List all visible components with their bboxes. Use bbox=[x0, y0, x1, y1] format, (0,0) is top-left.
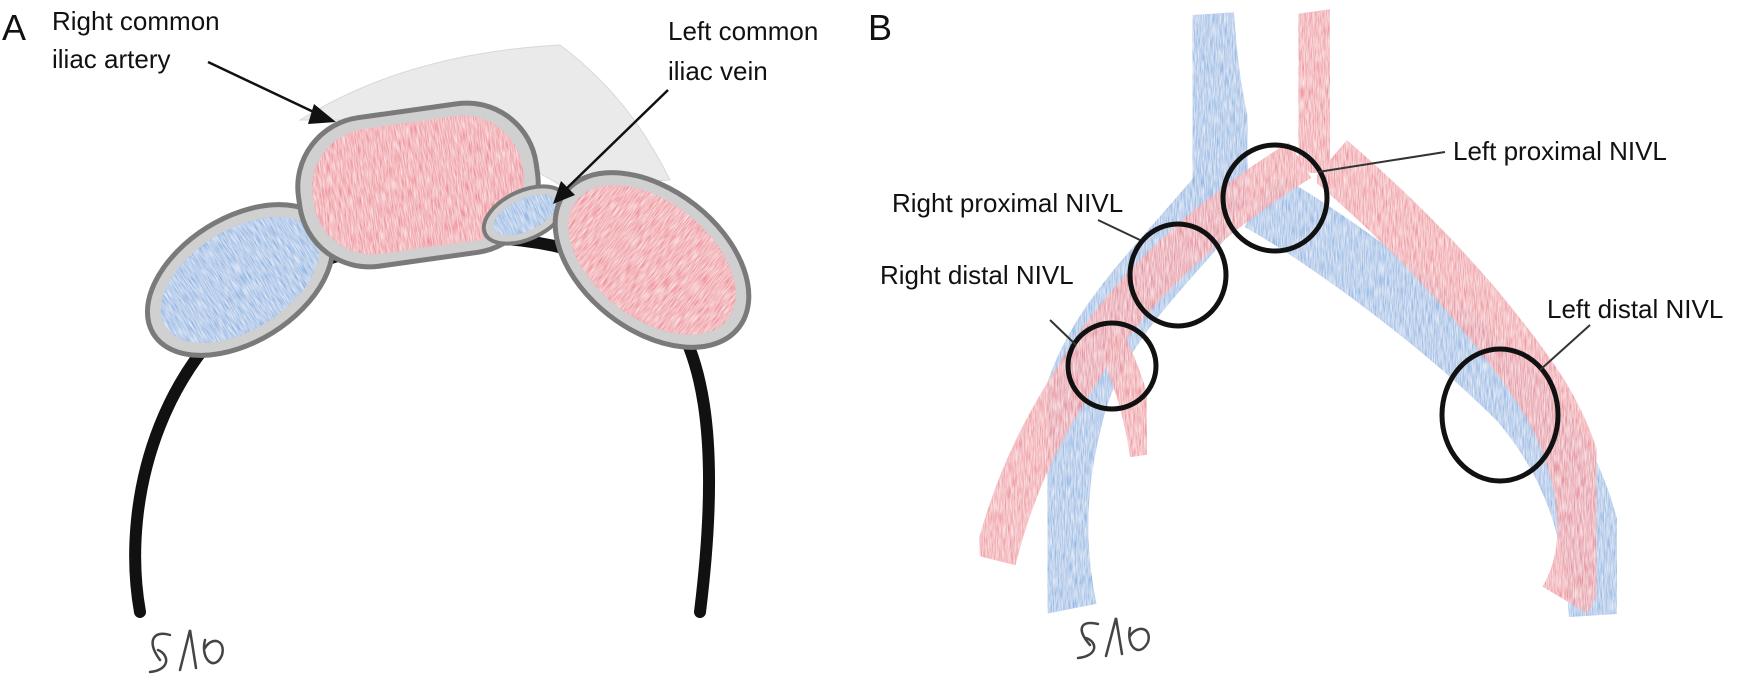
circle-left-distal-nivl bbox=[1439, 346, 1561, 484]
right-iliac-artery bbox=[974, 142, 1312, 566]
circle-right-proximal-nivl bbox=[1127, 221, 1229, 329]
leader-left-distal bbox=[1539, 324, 1591, 371]
aorta-trunk bbox=[1273, 5, 1362, 186]
artist-signature-a bbox=[148, 629, 224, 674]
label-left-common-iliac-vein-line1: Left common bbox=[668, 16, 818, 46]
panel-b: B Left proximal NIVL Right proximal NIVL… bbox=[868, 5, 1723, 660]
label-left-common-iliac-vein-line2: iliac vein bbox=[668, 56, 768, 86]
left-iliac-artery bbox=[1313, 140, 1610, 614]
label-right-common-iliac-artery-line1: Right common bbox=[52, 6, 220, 36]
right-iliac-artery-stub bbox=[1096, 333, 1160, 458]
label-right-distal-nivl: Right distal NIVL bbox=[880, 260, 1074, 290]
artist-signature-b bbox=[1076, 617, 1150, 660]
left-common-iliac-artery bbox=[552, 170, 752, 350]
leader-left-proximal bbox=[1317, 151, 1446, 173]
circle-left-proximal-nivl bbox=[1220, 142, 1330, 254]
leader-right-proximal bbox=[1097, 219, 1141, 241]
arrow-to-artery bbox=[207, 60, 336, 124]
label-right-common-iliac-artery-line2: iliac artery bbox=[52, 44, 170, 74]
leader-right-distal bbox=[1049, 319, 1077, 346]
right-common-iliac-artery bbox=[295, 100, 541, 270]
arrow-to-vein bbox=[553, 89, 669, 204]
panel-a: A Right common iliac artery Left common bbox=[2, 6, 818, 674]
panel-b-letter: B bbox=[868, 7, 892, 48]
panel-a-letter: A bbox=[2, 7, 26, 48]
label-left-distal-nivl: Left distal NIVL bbox=[1547, 294, 1723, 324]
label-left-proximal-nivl: Left proximal NIVL bbox=[1453, 136, 1667, 166]
circle-right-distal-nivl bbox=[1065, 320, 1159, 412]
label-right-proximal-nivl: Right proximal NIVL bbox=[892, 188, 1123, 218]
